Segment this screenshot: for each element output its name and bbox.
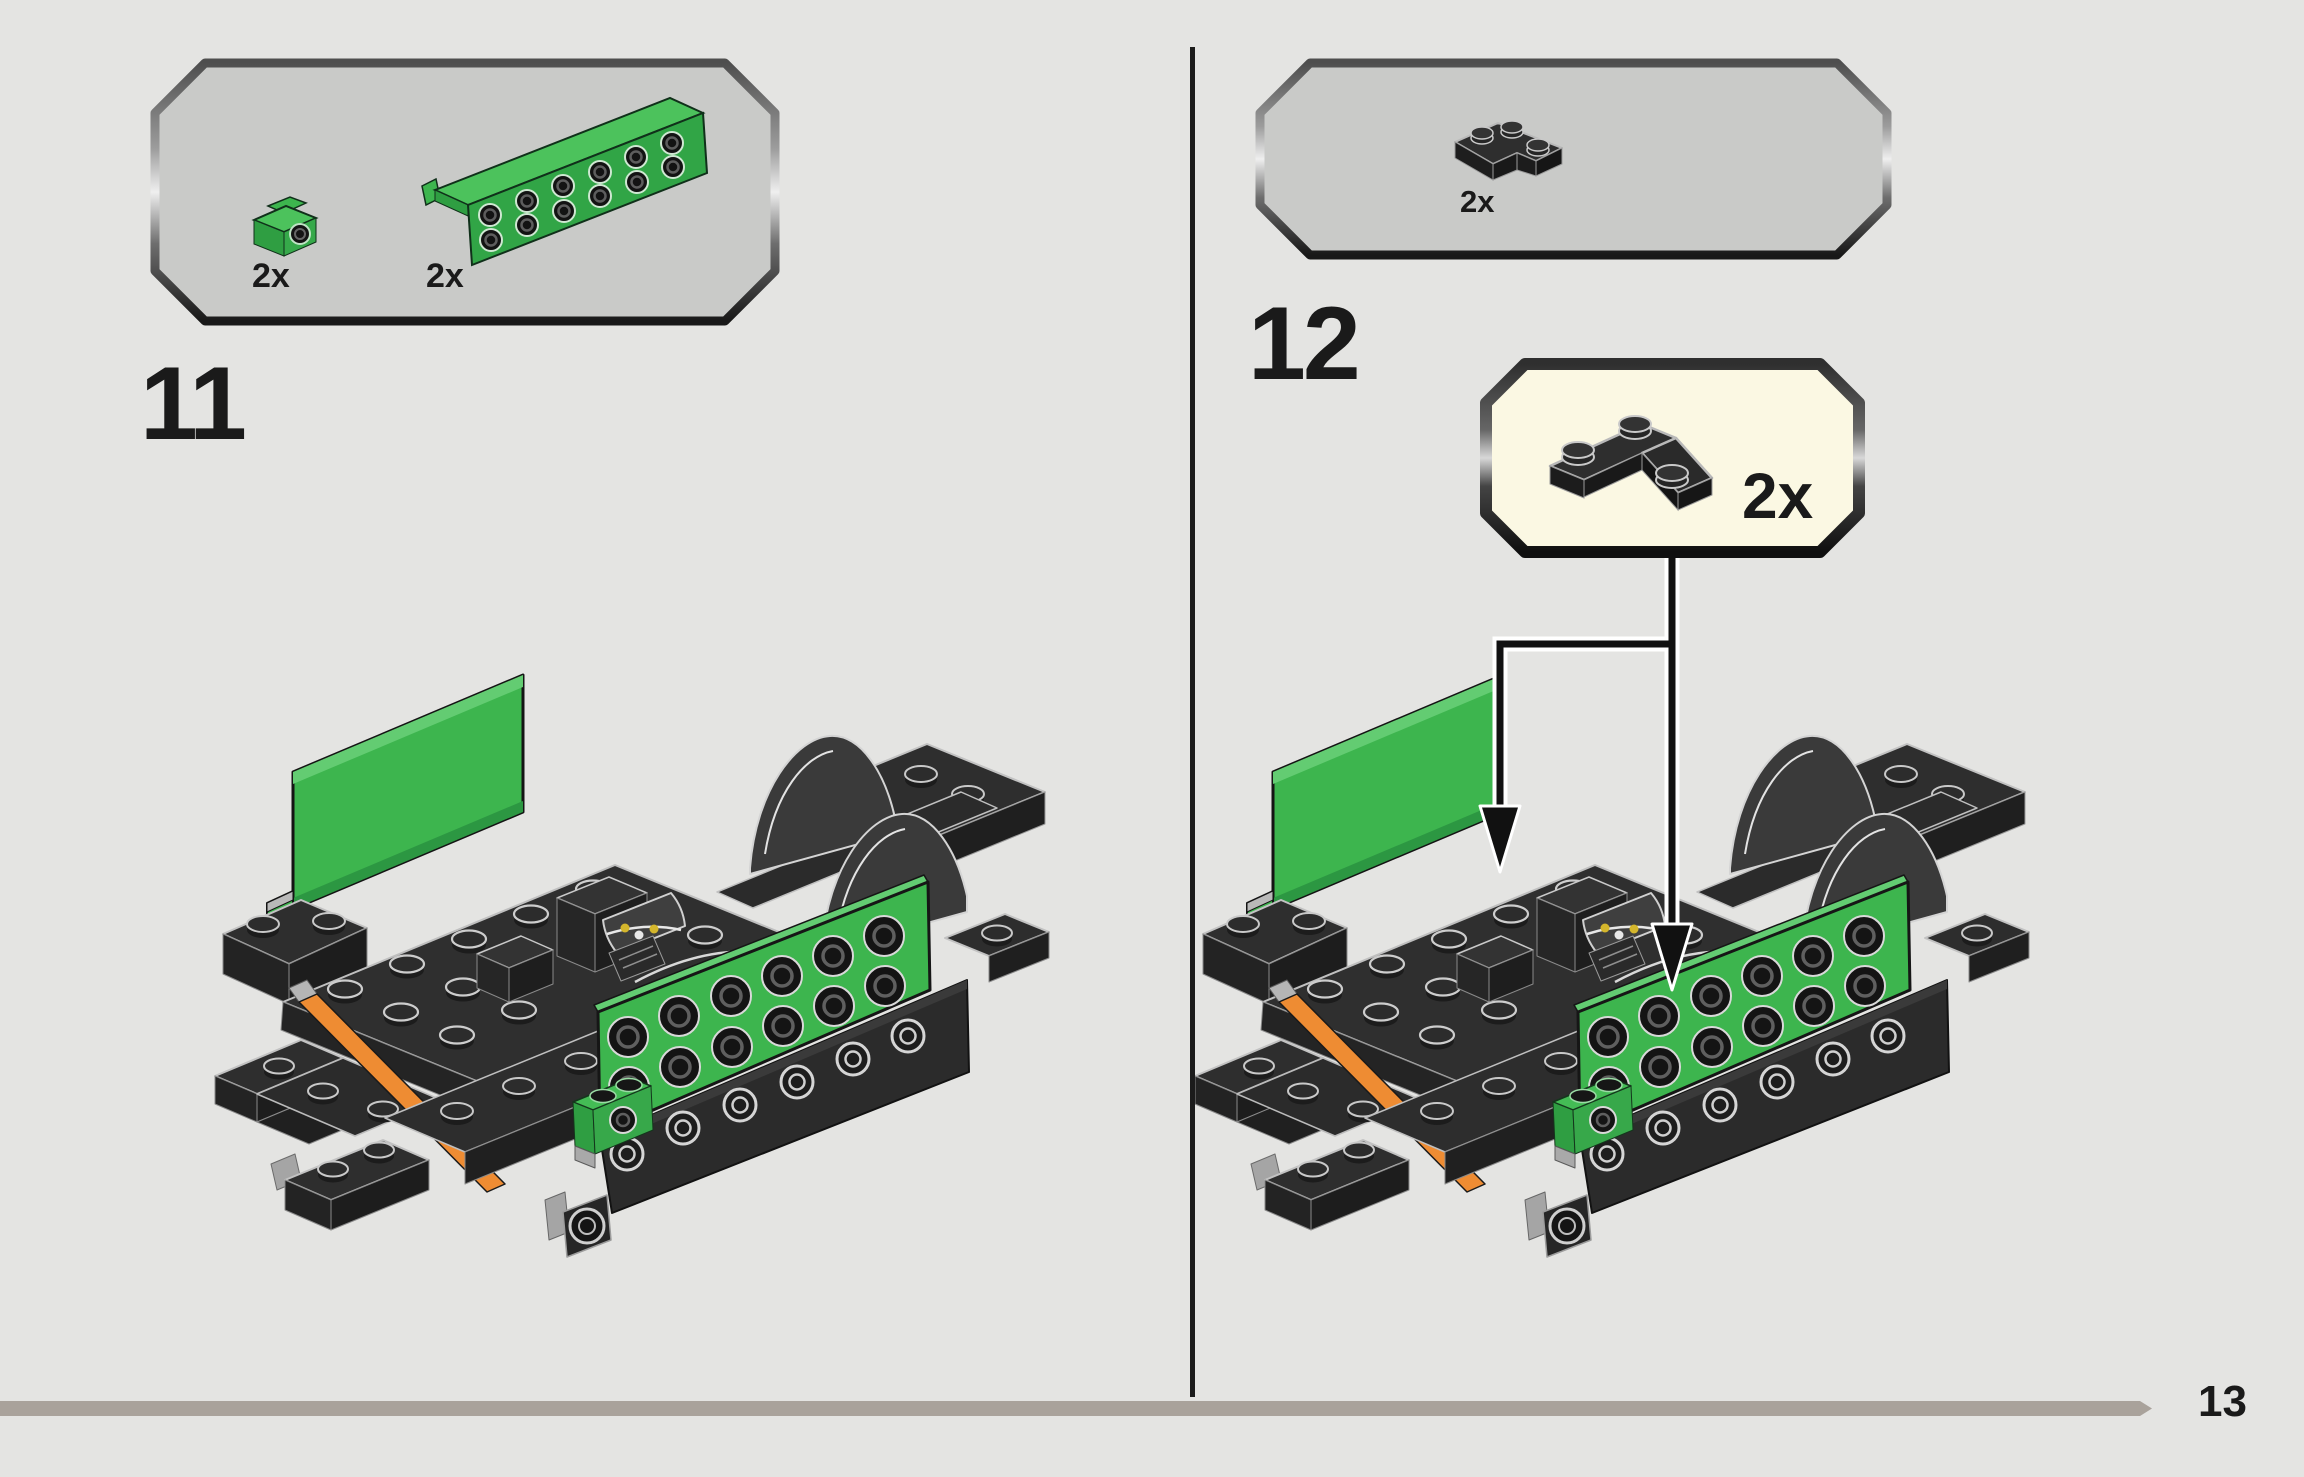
step-12-section: 2x 12 [1190, 0, 2304, 1400]
part-count-label: 2x [426, 257, 464, 295]
parts-box-step-11: 2x 2x [150, 58, 780, 326]
parts-box-graphic [1255, 58, 1892, 260]
step-11-section: 2x 2x 11 [0, 0, 1190, 1400]
callout-count-label: 2x [1742, 460, 1814, 532]
footer-progress-bar [0, 1401, 2152, 1416]
parts-box-graphic [150, 58, 780, 326]
model-render-step-11 [205, 672, 1055, 1262]
part-callout: 2x [1480, 358, 1865, 558]
step-number-12: 12 [1248, 286, 1361, 402]
page-number: 13 [2198, 1377, 2247, 1426]
arrow-head-icon [1650, 922, 1694, 992]
arrow-head-icon [1478, 804, 1522, 874]
part-count-label: 2x [1460, 184, 1495, 219]
part-green-bracket-plate [421, 96, 709, 267]
part-count-label: 2x [252, 257, 290, 295]
callout-part-black-corner-plate [1548, 415, 1714, 512]
parts-box-frame [1255, 58, 1892, 260]
parts-box-step-12: 2x [1255, 58, 1892, 260]
step-divider [1190, 47, 1195, 1397]
part-green-angle-bracket [251, 196, 319, 257]
placement-arrows [1478, 558, 1694, 992]
step-number-11: 11 [140, 346, 247, 462]
part-callout-graphic [1480, 358, 1865, 558]
part-black-corner-plate [1454, 120, 1563, 181]
